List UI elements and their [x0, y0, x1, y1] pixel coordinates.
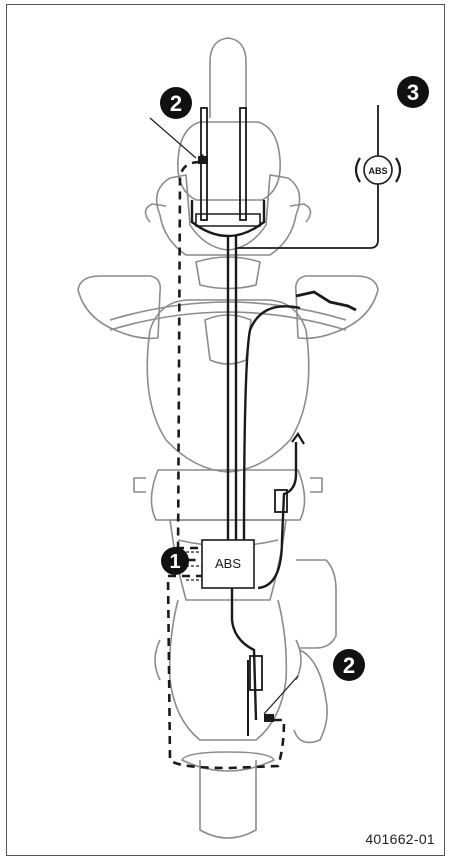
taillight: [181, 751, 275, 772]
rear-sensor-cable: [166, 574, 286, 770]
front-lever-line: [242, 305, 301, 541]
right-handguard: [294, 275, 379, 340]
right-footpeg: [310, 477, 323, 493]
abs-warning-indicator: ABS: [354, 155, 402, 185]
fuel-tank: [146, 299, 310, 473]
figure-reference-code: 401662-01: [365, 831, 435, 847]
fairing: [155, 174, 301, 256]
front-tyre: [209, 37, 247, 118]
callout-1-label: 1: [169, 551, 180, 573]
callout-3: 3: [397, 76, 429, 108]
left-handguard: [77, 275, 162, 340]
rear-brake-pedal: [291, 432, 305, 445]
right-fork-leg: [239, 107, 247, 221]
front-caliper-bracket: [190, 200, 266, 238]
callout-3-label: 3: [407, 80, 419, 105]
front-sensor-cable: [176, 160, 204, 562]
callout-2-front: 2: [160, 87, 192, 119]
rear-caliper: [249, 655, 263, 691]
left-mirror: [144, 203, 167, 223]
front-brake-lever: [295, 290, 357, 312]
rear-master-cylinder: [274, 489, 288, 513]
dash: [195, 256, 261, 290]
figure-frame: [6, 4, 445, 856]
callout-2-rear-label: 2: [343, 653, 355, 678]
right-mirror: [289, 203, 312, 223]
callout-1: 1: [161, 547, 189, 575]
rear-pedal-line: [257, 442, 298, 590]
callout-2-front-label: 2: [170, 91, 182, 116]
seat: [169, 519, 287, 601]
abs-control-unit: ABS: [186, 539, 255, 589]
front-fender: [177, 121, 281, 201]
rear-carrier: [154, 639, 302, 681]
callout-2-rear: 2: [333, 649, 365, 681]
front-hub: [195, 213, 261, 227]
abs-warning-label: ABS: [368, 166, 387, 176]
rear-sensor-leader: [263, 675, 299, 715]
rear-tyre: [199, 760, 257, 839]
abs-warning-wire: [236, 105, 379, 249]
rear-brake-line: [230, 586, 258, 721]
front-sensor: [198, 156, 208, 164]
abs-unit-label: ABS: [215, 556, 241, 571]
exhaust: [293, 649, 328, 744]
side-case: [296, 559, 337, 649]
engine: [150, 469, 306, 521]
rear-sensor: [264, 714, 274, 722]
front-sensor-leader: [149, 117, 197, 159]
left-footpeg: [133, 477, 146, 493]
